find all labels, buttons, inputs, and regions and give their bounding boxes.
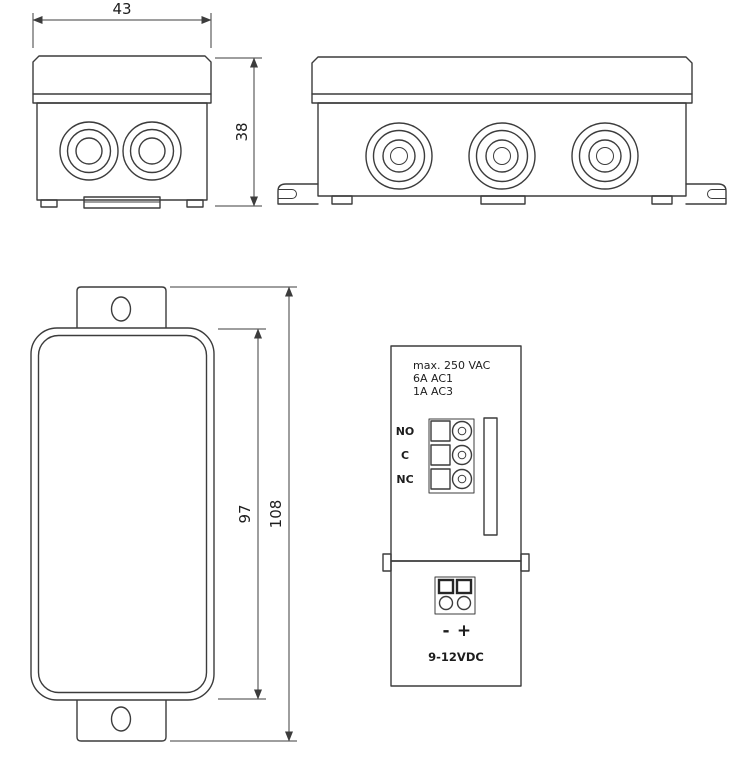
panel-tab-left — [382, 553, 392, 572]
bottom-clip — [480, 195, 526, 205]
power-terminal-screw — [438, 595, 454, 611]
gland-ring — [468, 122, 536, 190]
power-terminal-window — [455, 578, 473, 595]
box-lid — [32, 55, 212, 104]
rating-line-2: 6A AC1 — [413, 372, 453, 385]
terminal-label-c: C — [401, 449, 409, 462]
foot — [331, 195, 353, 205]
mount-bracket-left — [277, 183, 319, 205]
polarity-minus-label: - — [442, 621, 449, 641]
supply-voltage-label: 9-12VDC — [428, 650, 484, 664]
terminal-screw-center — [457, 474, 467, 484]
dim-label-height: 38 — [233, 122, 251, 141]
mount-hole-top — [110, 296, 132, 322]
gland-ring — [372, 129, 426, 183]
terminal-screw — [451, 468, 473, 490]
gland-ring — [122, 121, 182, 181]
power-terminal-window — [437, 578, 455, 595]
gland-ring — [138, 137, 166, 165]
foot — [40, 199, 58, 208]
enclosure-inner-wall — [37, 334, 208, 694]
gland-ring — [475, 129, 529, 183]
panel-upper-housing — [390, 345, 522, 562]
power-terminal-block — [434, 576, 476, 615]
relay-terminal-block — [428, 418, 475, 494]
bracket-slot-left — [278, 189, 297, 199]
terminal-screw-center — [457, 450, 467, 460]
mount-hole-bottom — [110, 706, 132, 732]
box-body — [36, 102, 208, 201]
gland-ring — [390, 147, 408, 165]
power-terminal-screw — [456, 595, 472, 611]
terminal-cage — [430, 468, 451, 490]
gland-ring — [571, 122, 639, 190]
enclosure-outline — [30, 327, 215, 701]
gland-ring — [365, 122, 433, 190]
foot — [186, 199, 204, 208]
polarity-plus-label: + — [457, 621, 471, 641]
panel-tab-right — [520, 553, 530, 572]
gland-ring — [493, 147, 511, 165]
gland-ring — [596, 147, 614, 165]
gland-ring — [59, 121, 119, 181]
view-plan: 97 108 — [30, 286, 297, 742]
gland-ring — [66, 128, 112, 174]
gland-ring — [75, 137, 103, 165]
terminal-cage — [430, 420, 451, 442]
view-side: 43 38 — [32, 0, 262, 209]
view-front — [277, 56, 727, 205]
foot — [651, 195, 673, 205]
dim-label-total-length: 108 — [267, 500, 285, 529]
dim-label-body-length: 97 — [236, 504, 254, 523]
terminal-label-nc: NC — [396, 473, 413, 486]
terminal-label-no: NO — [396, 425, 415, 438]
view-panel: max. 250 VAC 6A AC1 1A AC3 NO C NC - + 9… — [382, 345, 530, 687]
gland-ring — [485, 139, 519, 173]
box-lid — [311, 56, 693, 104]
panel-slot — [483, 417, 498, 536]
bracket-slot-right — [707, 189, 726, 199]
gland-ring — [578, 129, 632, 183]
mount-tab-top — [76, 286, 167, 332]
mount-bracket-right — [685, 183, 727, 205]
panel-lower-housing — [390, 560, 522, 687]
terminal-screw — [451, 444, 473, 466]
terminal-screw-center — [457, 426, 467, 436]
gland-ring — [382, 139, 416, 173]
terminal-screw — [451, 420, 473, 442]
rating-line-3: 1A AC3 — [413, 385, 453, 398]
rating-line-1: max. 250 VAC — [413, 359, 491, 372]
mount-tab-bottom — [76, 696, 167, 742]
gland-ring — [129, 128, 175, 174]
terminal-cage — [430, 444, 451, 466]
dim-label-width: 43 — [112, 0, 131, 18]
gland-ring — [588, 139, 622, 173]
